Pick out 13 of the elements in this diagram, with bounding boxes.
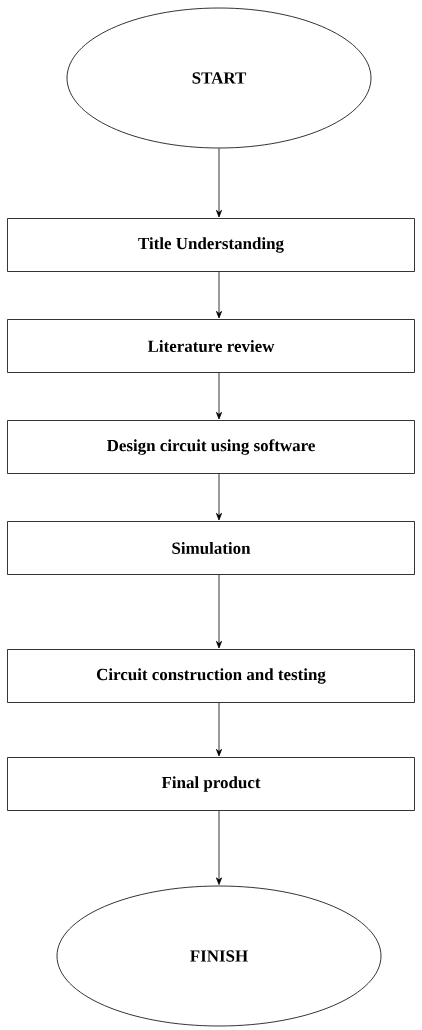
process-box: Circuit construction and testing: [7, 649, 415, 703]
arrow: [216, 810, 222, 885]
arrow: [216, 148, 222, 218]
arrow: [216, 574, 222, 649]
process-box: Literature review: [7, 319, 415, 373]
process-box: Title Understanding: [7, 218, 415, 272]
arrow: [216, 372, 222, 420]
arrow: [216, 473, 222, 521]
process-box: Simulation: [7, 521, 415, 575]
process-box: Design circuit using software: [7, 420, 415, 474]
arrow: [216, 702, 222, 757]
process-box: Final product: [7, 757, 415, 811]
arrow: [216, 271, 222, 319]
